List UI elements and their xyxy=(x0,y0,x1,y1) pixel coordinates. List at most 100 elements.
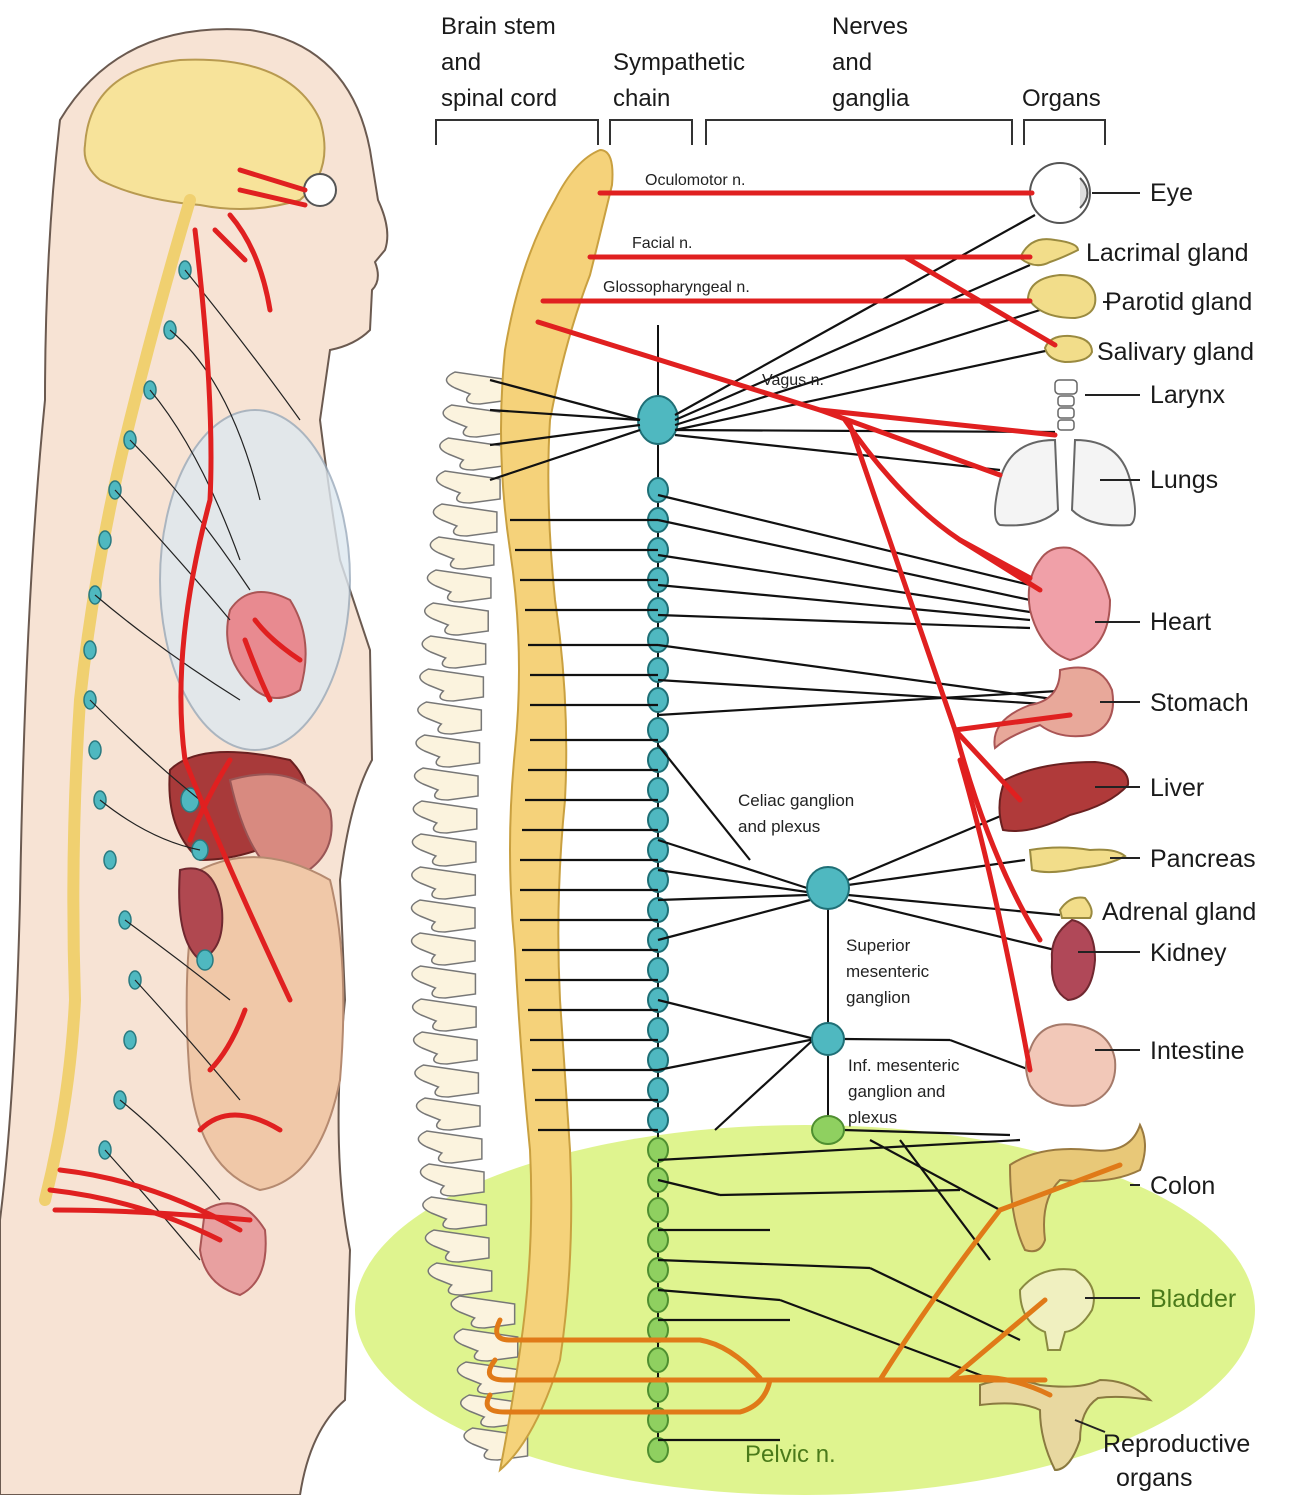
sympathetic-nerve-line xyxy=(675,435,1000,470)
chain-ganglion xyxy=(648,1018,668,1042)
header-nerves-line1: Nerves xyxy=(832,13,908,40)
stomach-organ xyxy=(994,668,1113,749)
chain-ganglion xyxy=(648,778,668,802)
chain-ganglion xyxy=(648,1108,668,1132)
reproductive-label-line1: Reproductive xyxy=(1103,1430,1250,1458)
vertebra xyxy=(420,669,484,701)
inferior-label-line2: ganglion and xyxy=(848,1082,945,1101)
sympathetic-nerve-line xyxy=(658,615,1030,628)
vertebra xyxy=(412,966,476,998)
chain-ganglion xyxy=(648,1138,668,1162)
header-organs: Organs xyxy=(1022,85,1101,112)
eyeball-figure xyxy=(304,174,336,206)
sympathetic-nerve-line xyxy=(658,495,1030,585)
vertebra xyxy=(425,603,489,635)
header-brackets xyxy=(436,120,1105,145)
header-chain-line2: chain xyxy=(613,85,670,112)
superior-label-line3: ganglion xyxy=(846,988,910,1007)
adrenal-gland-label: Adrenal gland xyxy=(1102,898,1256,926)
kidney-label: Kidney xyxy=(1150,939,1227,967)
intestine-organ xyxy=(1026,1024,1115,1106)
vertebra xyxy=(430,537,494,569)
facial-label: Facial n. xyxy=(632,235,692,252)
superior-mesenteric-ganglion xyxy=(812,1023,844,1055)
heart-organ xyxy=(1029,548,1110,661)
vertebra xyxy=(447,372,511,404)
kidney-organ xyxy=(1052,920,1095,1000)
column-headers: Brain stem and spinal cord Sympathetic c… xyxy=(436,13,1105,145)
larynx-label: Larynx xyxy=(1150,381,1226,409)
vagus-label: Vagus n. xyxy=(762,372,824,389)
vertebra xyxy=(412,867,476,899)
vertebra xyxy=(418,1131,482,1163)
lacrimal-gland-organ xyxy=(1020,239,1078,265)
header-brainstem-line3: spinal cord xyxy=(441,85,557,112)
sympathetic-nerve-line xyxy=(675,310,1040,425)
eye-organ xyxy=(1030,163,1090,223)
vagus-to-heart-b xyxy=(960,540,1030,578)
superior-label-line1: Superior xyxy=(846,936,911,955)
glossopharyngeal-label: Glossopharyngeal n. xyxy=(603,279,750,296)
chain-ganglion xyxy=(648,808,668,832)
inferior-label-line3: plexus xyxy=(848,1108,897,1127)
header-chain-line1: Sympathetic xyxy=(613,49,745,76)
pelvic-nerve-label: Pelvic n. xyxy=(745,1441,836,1468)
vertebra xyxy=(413,801,477,833)
sympathetic-nerve-line xyxy=(658,895,808,900)
vertebra xyxy=(416,735,480,767)
chain-ganglion xyxy=(648,958,668,982)
bladder-label: Bladder xyxy=(1150,1285,1236,1313)
ganglion-labels: Celiac ganglion and plexus Superior mese… xyxy=(738,791,960,1127)
vertebra xyxy=(415,768,479,800)
inferior-mesenteric-ganglion xyxy=(812,1116,844,1144)
lungs-label: Lungs xyxy=(1150,466,1218,494)
vertebra xyxy=(412,933,476,965)
sympathetic-nerve-line xyxy=(848,895,1060,915)
eye-label: Eye xyxy=(1150,179,1193,207)
celiac-label-line1: Celiac ganglion xyxy=(738,791,854,810)
sympathetic-nerve-line xyxy=(950,1040,1030,1070)
vertebra xyxy=(418,702,482,734)
reproductive-label-line2: organs xyxy=(1116,1464,1192,1492)
superior-label-line2: mesenteric xyxy=(846,962,930,981)
pancreas-label: Pancreas xyxy=(1150,845,1256,873)
chain-ganglion xyxy=(648,898,668,922)
sympathetic-nerve-line xyxy=(675,350,1050,430)
chain-ganglion xyxy=(648,628,668,652)
liver-label: Liver xyxy=(1150,774,1204,802)
pancreas-organ xyxy=(1030,848,1125,873)
vertebra xyxy=(422,636,486,668)
sympathetic-nerve-line xyxy=(675,215,1035,415)
stomach-label: Stomach xyxy=(1150,689,1249,717)
sympathetic-nerve-line xyxy=(658,745,750,860)
superior-cervical-ganglion xyxy=(638,396,678,444)
heart-label: Heart xyxy=(1150,608,1211,636)
chain-ganglion xyxy=(648,478,668,502)
header-brainstem-line2: and xyxy=(441,49,481,76)
larynx-organ xyxy=(1055,380,1077,430)
vertebra xyxy=(416,1098,480,1130)
celiac-label-line2: and plexus xyxy=(738,817,820,836)
lung-figure xyxy=(160,410,350,750)
vertebra xyxy=(420,1164,484,1196)
sympathetic-nerve-line xyxy=(658,1039,815,1070)
lacrimal-gland-label: Lacrimal gland xyxy=(1086,239,1249,267)
sympathetic-nerve-line xyxy=(658,520,1030,600)
vertebra xyxy=(437,471,501,503)
vertebra xyxy=(427,570,491,602)
chain-ganglion xyxy=(648,1228,668,1252)
sympathetic-nerve-line xyxy=(658,1000,815,1039)
sympathetic-nerve-line xyxy=(715,1040,813,1130)
chain-ganglion xyxy=(648,1258,668,1282)
chain-ganglion xyxy=(648,718,668,742)
vertebra xyxy=(412,834,476,866)
header-brainstem-line1: Brain stem xyxy=(441,13,556,40)
sympathetic-nerve-line xyxy=(844,1039,950,1040)
lungs-organ xyxy=(995,440,1135,525)
chain-ganglion xyxy=(648,658,668,682)
salivary-gland-label: Salivary gland xyxy=(1097,338,1254,366)
sympathetic-nerve-line xyxy=(658,900,810,940)
adrenal-gland-organ xyxy=(1060,898,1092,919)
